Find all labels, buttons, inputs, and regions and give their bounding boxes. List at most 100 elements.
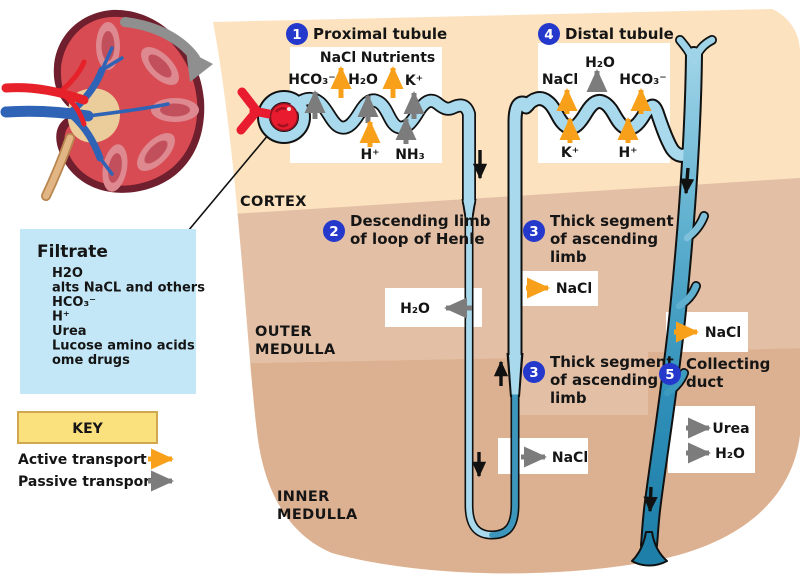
callout-proximal-tubule: 1 Proximal tubule xyxy=(286,23,447,45)
proximal-tubule xyxy=(288,93,475,208)
callout-thick-ascending-lower: 3 Thick segment of ascending limb xyxy=(523,353,674,407)
solute-label: NaCl xyxy=(556,281,592,297)
capillary-detail xyxy=(277,123,289,128)
solute-label: Nutrients xyxy=(361,50,436,66)
region-labels: CORTEX OUTER MEDULLA INNER MEDULLA xyxy=(240,194,358,523)
legend-passive-label: Passive transport xyxy=(18,474,157,490)
callouts: 1 Proximal tubule 4 Distal tubule 2 Desc… xyxy=(286,23,770,407)
capillary-highlight xyxy=(287,107,291,111)
callout-number: 3 xyxy=(529,224,538,240)
outer-medulla-label: MEDULLA xyxy=(255,342,336,358)
filtrate-item: Lucose amino acids xyxy=(52,339,195,354)
duct-branch xyxy=(683,212,708,242)
arteriole-branch xyxy=(237,87,261,115)
callout-number-badge xyxy=(323,220,345,242)
capillary-detail xyxy=(274,107,287,113)
callout-label: Collecting xyxy=(686,355,770,373)
callout-number-badge xyxy=(538,23,560,45)
flow-arrow-down xyxy=(680,167,695,195)
filtrate-item: Urea xyxy=(52,324,87,339)
key-title: KEY xyxy=(72,421,103,437)
callout-label: Proximal tubule xyxy=(313,25,447,43)
solute-label: HCO₃⁻ xyxy=(619,72,666,88)
solute-label: K⁺ xyxy=(561,145,579,161)
callout-number: 4 xyxy=(544,27,553,43)
solute-label: NaCl xyxy=(552,450,588,466)
solute-label: H₂O xyxy=(585,55,615,71)
key-box xyxy=(17,411,158,444)
callout-label: duct xyxy=(686,373,723,391)
proximal-exchange: NaCl Nutrients HCO₃⁻ H₂O K⁺ H⁺ NH₃ xyxy=(288,50,435,163)
solute-label: NaCl xyxy=(542,72,578,88)
callout-label: of ascending xyxy=(550,230,658,248)
solute-label: H⁺ xyxy=(618,145,637,161)
duct-branch xyxy=(690,36,716,66)
outer-medulla-label: OUTER xyxy=(255,324,312,340)
callout-label: of ascending xyxy=(550,371,658,389)
filtrate-item: ome drugs xyxy=(52,353,130,368)
distal-tubule xyxy=(520,93,694,161)
flow-arrow-down xyxy=(643,486,658,513)
ascending-taper xyxy=(509,355,521,395)
solute-label: NH₃ xyxy=(395,147,425,163)
solute-label: H₂O xyxy=(715,446,745,462)
arteriole-branch xyxy=(236,107,261,135)
inner-medulla-label: MEDULLA xyxy=(277,507,358,523)
loop-exchange: H₂O NaCl NaCl xyxy=(400,277,592,468)
callout-collecting-duct: 5 Collecting duct xyxy=(659,355,770,391)
filtrate-box: Filtrate H2O alts NaCL and others HCO₃⁻ … xyxy=(20,229,205,394)
cortex-label: CORTEX xyxy=(240,194,307,210)
filtrate-title: Filtrate xyxy=(37,242,108,262)
solute-label: K⁺ xyxy=(405,73,423,89)
callout-thick-ascending-upper: 3 Thick segment of ascending limb xyxy=(523,212,674,266)
callout-number-badge xyxy=(286,23,308,45)
solute-label: NaCl xyxy=(320,50,356,66)
callout-distal-tubule: 4 Distal tubule xyxy=(538,23,674,45)
callout-label: limb xyxy=(550,248,587,266)
solute-label: H₂O xyxy=(400,301,430,317)
callout-number-badge xyxy=(659,363,681,385)
solute-label: NaCl xyxy=(705,325,741,341)
distal-exchange: H₂O NaCl HCO₃⁻ K⁺ H⁺ xyxy=(542,55,667,161)
glomerulus xyxy=(236,87,299,135)
callout-label: Thick segment xyxy=(550,353,674,371)
thin-ascending-limb xyxy=(489,389,518,538)
outer-medulla-region xyxy=(213,178,800,415)
callout-number: 3 xyxy=(529,365,538,381)
duct-urea-h2o-box xyxy=(668,406,755,473)
duct-flare xyxy=(631,531,668,567)
solute-label: H⁺ xyxy=(360,147,379,163)
filtrate-item: H⁺ xyxy=(52,310,70,325)
filtrate-item: H2O xyxy=(52,266,83,281)
renal-artery xyxy=(1,59,89,127)
callout-descending-limb: 2 Descending limb of loop of Henle xyxy=(323,212,491,248)
callout-number: 5 xyxy=(665,367,674,383)
flow-arrows xyxy=(471,150,695,513)
solute-label: HCO₃⁻ xyxy=(288,72,335,88)
callout-number: 2 xyxy=(329,224,338,240)
solute-label: Urea xyxy=(712,421,749,437)
callout-label: of loop of Henle xyxy=(350,230,485,248)
duct-exchange: NaCl Urea H₂O xyxy=(674,321,750,464)
callout-label: Descending limb xyxy=(350,212,491,230)
callout-label: limb xyxy=(550,389,587,407)
legend: KEY Active transport Passive transport xyxy=(17,411,175,492)
zoom-curved-arrowhead xyxy=(186,50,213,82)
callout-label: Distal tubule xyxy=(565,25,674,43)
legend-active-label: Active transport xyxy=(18,452,147,468)
ureter-inner xyxy=(42,134,74,200)
callout-number-badge xyxy=(523,361,545,383)
filtrate-item: alts NaCL and others xyxy=(52,281,205,296)
duct-branch xyxy=(675,282,700,310)
duct-branch xyxy=(663,369,688,397)
callout-number-badge xyxy=(523,220,545,242)
filtrate-item: HCO₃⁻ xyxy=(52,295,96,310)
solute-label: H₂O xyxy=(348,72,378,88)
glomerulus-pointer-line xyxy=(182,127,275,238)
callout-label: Thick segment xyxy=(550,212,674,230)
callout-number: 1 xyxy=(292,27,301,43)
kidney-illustration xyxy=(0,9,213,201)
descending-limb xyxy=(466,205,495,538)
